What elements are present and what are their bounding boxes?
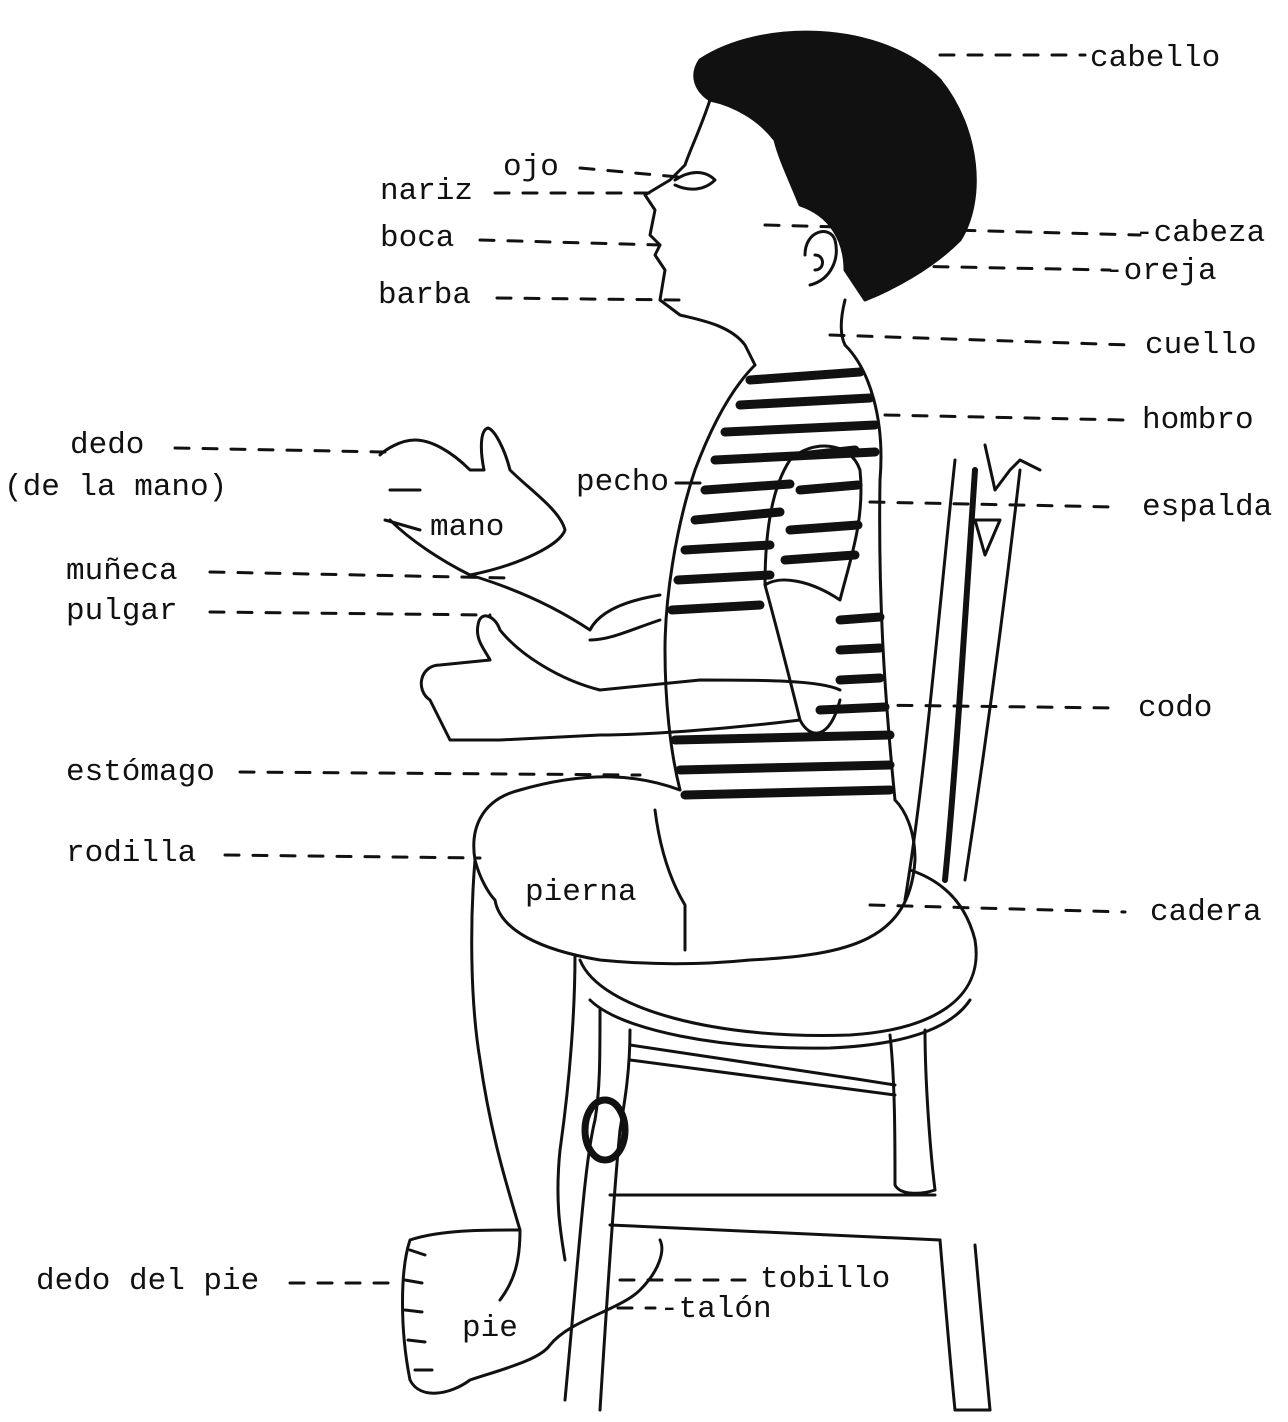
label-hombro: hombro <box>1142 405 1254 436</box>
label-cabello: cabello <box>1090 43 1220 74</box>
boy <box>380 32 975 1393</box>
label-de-la-mano: (de la mano) <box>4 472 227 503</box>
label-rodilla: rodilla <box>66 838 196 869</box>
label-boca: boca <box>380 223 454 254</box>
label-talon: -talón <box>660 1294 772 1325</box>
label-codo: codo <box>1138 693 1212 724</box>
label-nariz: nariz <box>380 176 473 207</box>
label-mano: mano <box>430 512 504 543</box>
face <box>645 100 755 365</box>
label-dedo-del-pie: dedo del pie <box>36 1266 259 1297</box>
label-cadera: cadera <box>1150 897 1262 928</box>
label-pulgar: pulgar <box>66 596 178 627</box>
label-dedo: dedo <box>70 430 144 461</box>
shorts <box>474 777 915 964</box>
label-cabeza: -cabeza <box>1135 218 1265 249</box>
label-pie: pie <box>462 1313 518 1344</box>
label-cuello: cuello <box>1145 330 1257 361</box>
label-pierna: pierna <box>525 877 637 908</box>
label-pecho: pecho <box>576 467 669 498</box>
label-espalda: espalda <box>1142 492 1272 523</box>
label-estomago: estómago <box>66 757 215 788</box>
foot <box>403 1230 662 1393</box>
label-muneca: muñeca <box>66 556 178 587</box>
label-ojo: ojo <box>503 152 559 183</box>
label-tobillo: tobillo <box>760 1264 890 1295</box>
label-barba: barba <box>378 280 471 311</box>
label-oreja: -oreja <box>1105 256 1217 287</box>
